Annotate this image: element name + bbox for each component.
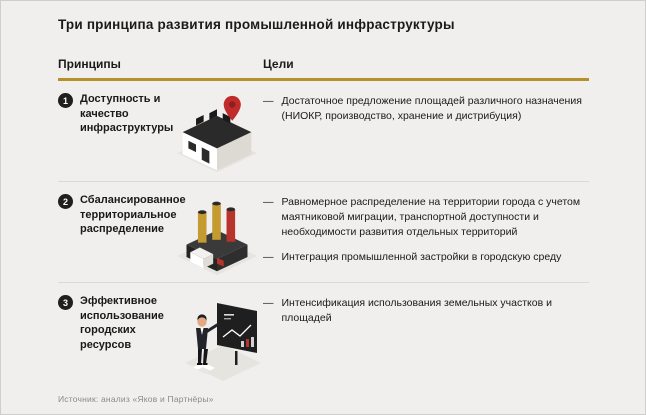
number-badge-1: 1 [58, 93, 73, 108]
table-row: 2 Сбалансированное территориальное распр… [58, 181, 589, 282]
goal-dash: — [263, 196, 274, 208]
goal-item: — Интеграция промышленной застройки в го… [263, 250, 589, 265]
table-row: 3 Эффективное использование городских ре… [58, 282, 589, 398]
illustration-cell-2 [170, 193, 263, 278]
industrial-plant-icon [176, 201, 257, 276]
goals-column-header: Цели [263, 57, 294, 71]
factory-with-pin-icon [176, 95, 257, 173]
goal-item: — Равномерное распределение на территори… [263, 195, 589, 241]
goal-text: Достаточное предложение площадей различн… [281, 95, 582, 123]
goal-text: Интеграция промышленной застройки в горо… [281, 250, 562, 263]
goals-cell-2: — Равномерное распределение на территори… [263, 193, 589, 278]
principle-label-2: Сбалансированное территориальное распред… [80, 194, 186, 236]
principle-label-1: Доступность и качество инфраструктуры [80, 93, 174, 135]
goal-dash: — [263, 297, 274, 309]
principle-cell-1: 1 Доступность и качество инфраструктуры [58, 92, 174, 177]
goal-dash: — [263, 95, 274, 107]
column-headers: Принципы Цели [58, 57, 589, 81]
principle-cell-2: 2 Сбалансированное территориальное распр… [58, 193, 186, 278]
page-title: Три принципа развития промышленной инфра… [58, 17, 455, 32]
person-at-board-icon [184, 303, 261, 381]
number-badge-3: 3 [58, 295, 73, 310]
table-row: 1 Доступность и качество инфраструктуры [58, 81, 589, 181]
goal-text: Равномерное распределение на территории … [281, 196, 581, 239]
source-note: Источник: анализ «Яков и Партнёры» [58, 394, 214, 404]
principles-column-header: Принципы [58, 57, 121, 71]
illustration-cell-3 [170, 294, 263, 394]
goal-dash: — [263, 250, 274, 263]
principle-label-3: Эффективное использование городских ресу… [80, 295, 164, 351]
goals-cell-1: — Достаточное предложение площадей разли… [263, 92, 589, 177]
goal-item: — Достаточное предложение площадей разли… [263, 94, 589, 124]
goal-item: — Интенсификация использования земельных… [263, 296, 589, 326]
illustration-cell-1 [170, 92, 263, 177]
number-badge-2: 2 [58, 194, 73, 209]
goal-text: Интенсификация использования земельных у… [281, 297, 552, 325]
principle-cell-3: 3 Эффективное использование городских ре… [58, 294, 170, 394]
goals-cell-3: — Интенсификация использования земельных… [263, 294, 589, 394]
